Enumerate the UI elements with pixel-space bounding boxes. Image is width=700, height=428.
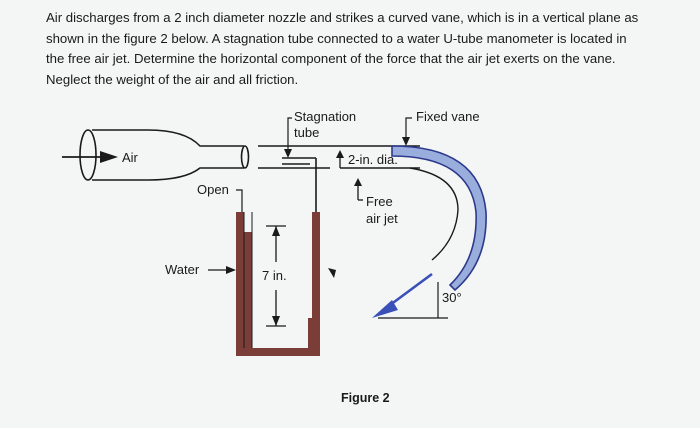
diameter-markers [336,150,363,201]
angle-label: 30° [442,290,462,305]
fixed-vane [391,145,487,292]
stagnation-label-line-2: tube [294,125,319,140]
small-mark [328,268,336,278]
free-jet-label-line-1: Free [366,194,393,209]
height-label: 7 in. [262,268,287,283]
problem-line-2: shown in the figure 2 below. A stagnatio… [46,30,627,46]
jet-flow-curve [409,167,459,261]
air-label: Air [122,150,139,165]
angle-reference [378,282,448,319]
problem-line-4: Neglect the weight of the air and all fr… [46,71,299,87]
diameter-label: 2-in. dia. [348,152,398,167]
water-arrow [208,266,236,274]
fixed-vane-label: Fixed vane [416,109,480,124]
air-flow-arrow [62,151,118,163]
stagnation-label-line-1: Stagnation [294,109,356,124]
problem-statement: Air discharges from a 2 inch diameter no… [46,8,686,90]
figure-caption: Figure 2 [341,391,390,405]
stagnation-leader [284,117,292,158]
open-leader [236,189,243,212]
problem-line-3: the free air jet. Determine the horizont… [46,51,616,66]
exit-flow-arrow [372,272,433,318]
nozzle [79,129,250,181]
u-tube-manometer [236,212,320,356]
height-dimension [266,225,286,327]
open-label: Open [197,182,229,197]
water-label: Water [165,262,200,277]
free-jet-label-line-2: air jet [366,211,398,226]
problem-line-1: Air discharges from a 2 inch diameter no… [46,10,639,25]
fixed-vane-leader [402,117,412,146]
